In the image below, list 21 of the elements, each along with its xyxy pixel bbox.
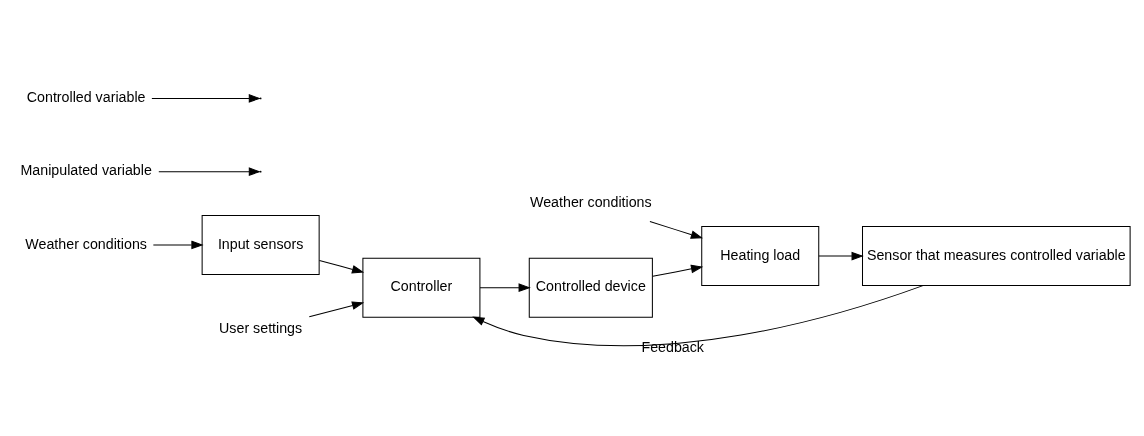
arrow [652,264,704,277]
arrow [308,301,365,318]
arrow [318,259,365,274]
node-text: Controlled variable [26,89,146,106]
node-box: Controller [362,257,481,318]
node-text: Weather conditions [530,193,652,210]
node-box: Controlled device [528,257,653,318]
node-text: Weather conditions [25,235,147,252]
node-box: Input sensors [201,214,320,275]
arrow [479,283,531,292]
node-box: Sensor that measures controlled variable [862,226,1131,287]
arrow [152,240,204,250]
arrow [151,94,261,103]
arrow [649,221,703,239]
arrow [472,285,924,347]
arrow [818,251,864,261]
edge-label: Feedback [641,339,704,356]
node-text: Manipulated variable [20,162,152,179]
node-box: Heating load [701,226,820,287]
arrow [158,167,261,176]
node-text: User settings [219,320,303,337]
